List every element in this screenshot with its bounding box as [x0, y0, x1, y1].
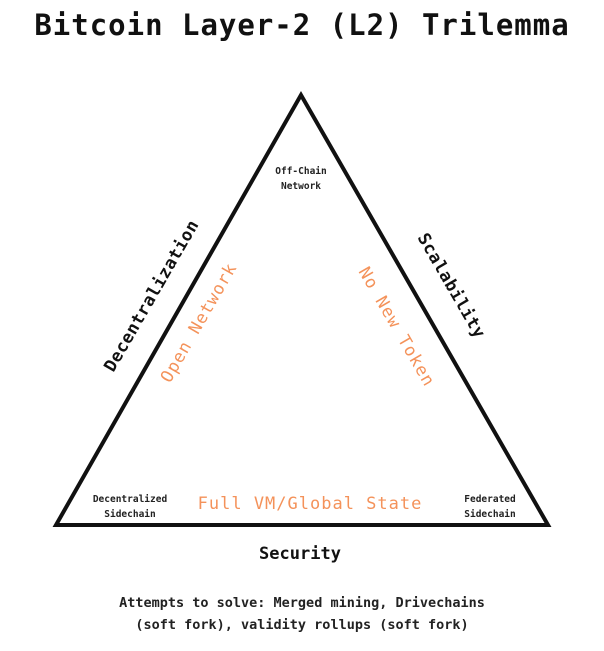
vertex-top-line1: Off-Chain	[275, 166, 327, 177]
side-bottom-label: Security	[259, 544, 341, 564]
vertex-bottom-left-label: Decentralized Sidechain	[80, 492, 180, 522]
footnote: Attempts to solve: Merged mining, Drivec…	[0, 592, 604, 636]
vertex-top-line2: Network	[280, 181, 322, 192]
vertex-bottom-right-label: Federated Sidechain	[450, 492, 530, 522]
vertex-bottom-left-line1: Decentralized	[92, 494, 168, 505]
vertex-bottom-left-line2: Sidechain	[104, 509, 156, 520]
diagram-title: Bitcoin Layer-2 (L2) Trilemma	[34, 8, 570, 42]
inner-bottom-label: Full VM/Global State	[197, 494, 423, 514]
vertex-top-label: Off-Chain Network	[262, 164, 340, 194]
vertex-bottom-right-line2: Sidechain	[464, 509, 516, 520]
triangle-outline	[52, 90, 552, 527]
vertex-bottom-right-line1: Federated	[464, 494, 516, 505]
footnote-line2: (soft fork), validity rollups (soft fork…	[135, 617, 469, 633]
footnote-line1: Attempts to solve: Merged mining, Drivec…	[119, 595, 485, 611]
